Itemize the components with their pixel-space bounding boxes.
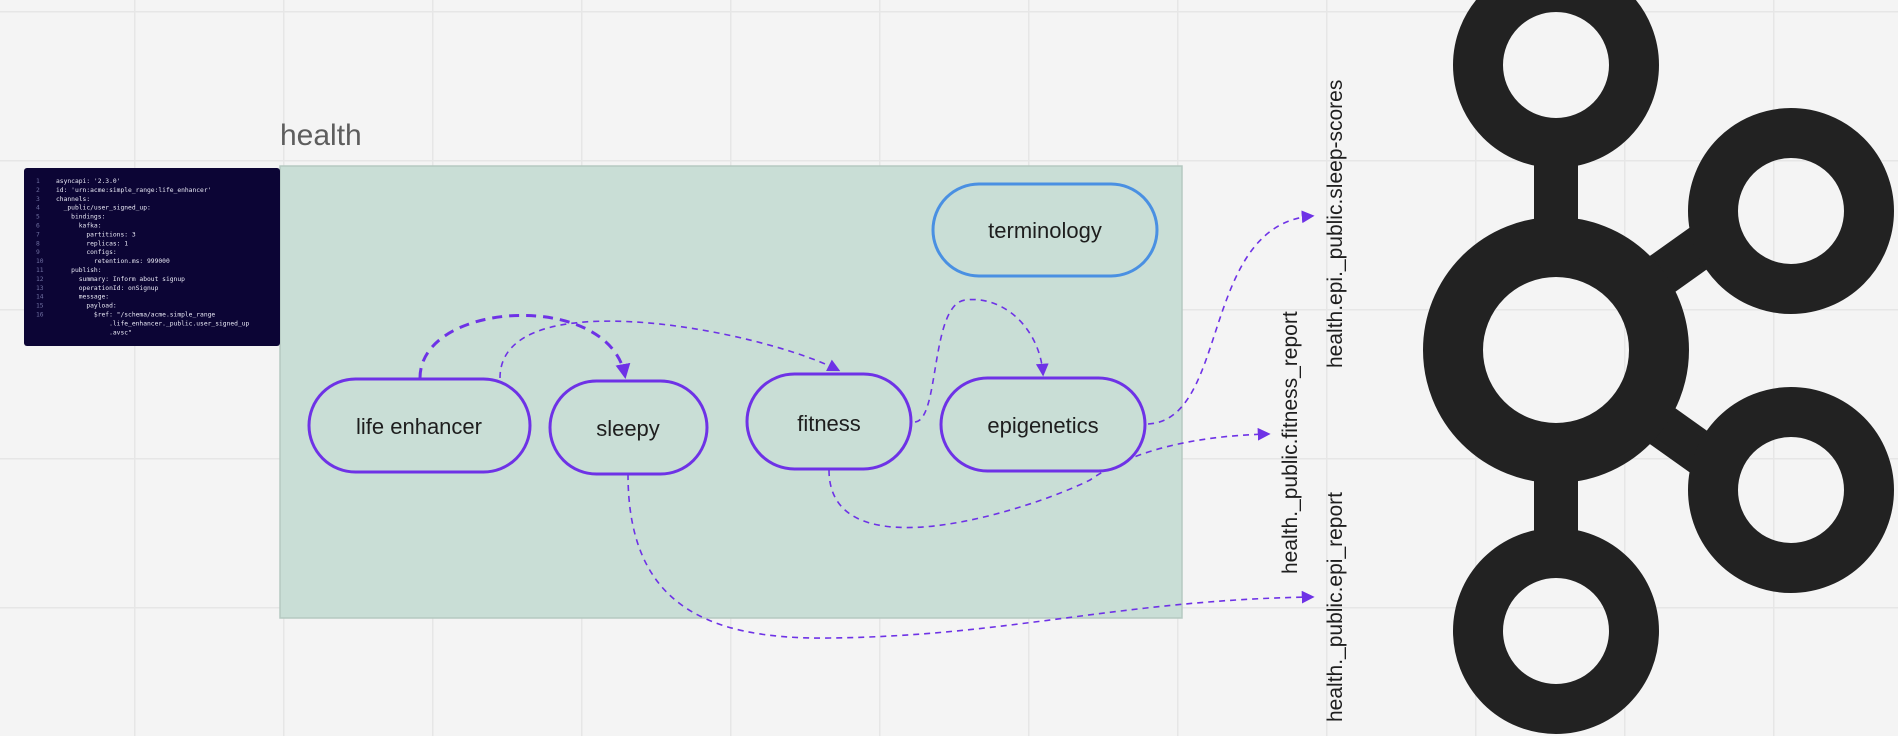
connector-fitness-to-fitness-report — [828, 427, 1271, 529]
code-line: partitions: 3 — [56, 231, 136, 238]
code-line: .life_enhancer._public.user_signed_up — [56, 320, 250, 327]
node-life-enhancer[interactable]: life enhancer — [307, 377, 532, 474]
node-fitness[interactable]: fitness — [745, 372, 913, 471]
node-sleepy[interactable]: sleepy — [548, 379, 709, 476]
node-terminology-label: terminology — [988, 218, 1102, 243]
code-line: asyncapi: '2.3.0' — [56, 178, 120, 185]
topic-fitness-report[interactable]: health._public.fitness_report — [1279, 311, 1302, 574]
code-line: payload: — [56, 303, 117, 310]
topic-sleep-scores[interactable]: health.epi._public.sleep-scores — [1324, 80, 1347, 368]
code-line-number: 8 — [36, 240, 40, 247]
code-line-number: 10 — [36, 258, 44, 265]
code-line-number: 5 — [36, 214, 40, 221]
code-line-number: 2 — [36, 187, 40, 194]
code-line: .avsc" — [56, 329, 132, 336]
code-line: channels: — [56, 196, 90, 203]
connector-sleepy-to-epi-report — [627, 473, 1315, 639]
code-line: operationId: onSignup — [56, 285, 159, 292]
code-line: summary: Inform about signup — [56, 276, 185, 283]
node-sleepy-label: sleepy — [596, 416, 660, 441]
code-line: configs: — [56, 249, 117, 256]
code-line-number: 9 — [36, 249, 40, 256]
code-line: _public/user_signed_up: — [56, 205, 151, 212]
node-life-enhancer-label: life enhancer — [356, 414, 482, 439]
code-line-number: 15 — [36, 303, 44, 310]
code-line: publish: — [56, 267, 102, 274]
node-terminology[interactable]: terminology — [931, 182, 1159, 278]
code-snippet-card[interactable]: 1 asyncapi: '2.3.0' 2 id: 'urn:acme:simple_… — [24, 168, 280, 346]
code-line: kafka: — [56, 223, 102, 230]
group-title: health — [280, 119, 362, 152]
connector-life-enhancer-to-sleepy — [418, 313, 631, 379]
code-line-number: 12 — [36, 276, 44, 283]
node-epigenetics[interactable]: epigenetics — [939, 376, 1147, 473]
code-line-number: 11 — [36, 267, 44, 274]
code-line-number: 13 — [36, 285, 44, 292]
code-line-number: 3 — [36, 196, 40, 203]
node-fitness-label: fitness — [797, 411, 861, 436]
code-line-number: 1 — [36, 178, 40, 185]
connector-fitness-to-epigenetics — [914, 298, 1049, 423]
node-epigenetics-label: epigenetics — [987, 413, 1098, 438]
code-line: id: 'urn:acme:simple_range:life_enhancer… — [56, 187, 211, 194]
code-line: replicas: 1 — [56, 240, 128, 247]
topic-epi-report[interactable]: health._public.epi_report — [1324, 492, 1347, 722]
connector-epigenetics-to-sleep-scores — [1147, 210, 1315, 425]
kafka-icon — [1423, 0, 1894, 734]
code-lines: 1 asyncapi: '2.3.0' 2 id: 'urn:acme:simple_… — [36, 178, 250, 336]
code-line: bindings: — [56, 214, 105, 221]
code-line: message: — [56, 294, 109, 301]
code-line-number: 6 — [36, 223, 40, 230]
code-line-number: 16 — [36, 312, 44, 319]
code-line: $ref: "/schema/acme.simple_range — [56, 312, 215, 319]
connector-life-enhancer-to-fitness — [499, 320, 841, 379]
code-line-number: 7 — [36, 231, 40, 238]
code-line: retention.ms: 999000 — [56, 258, 170, 265]
code-line-number: 14 — [36, 294, 44, 301]
connectors — [418, 210, 1315, 639]
code-line-number: 4 — [36, 205, 40, 212]
